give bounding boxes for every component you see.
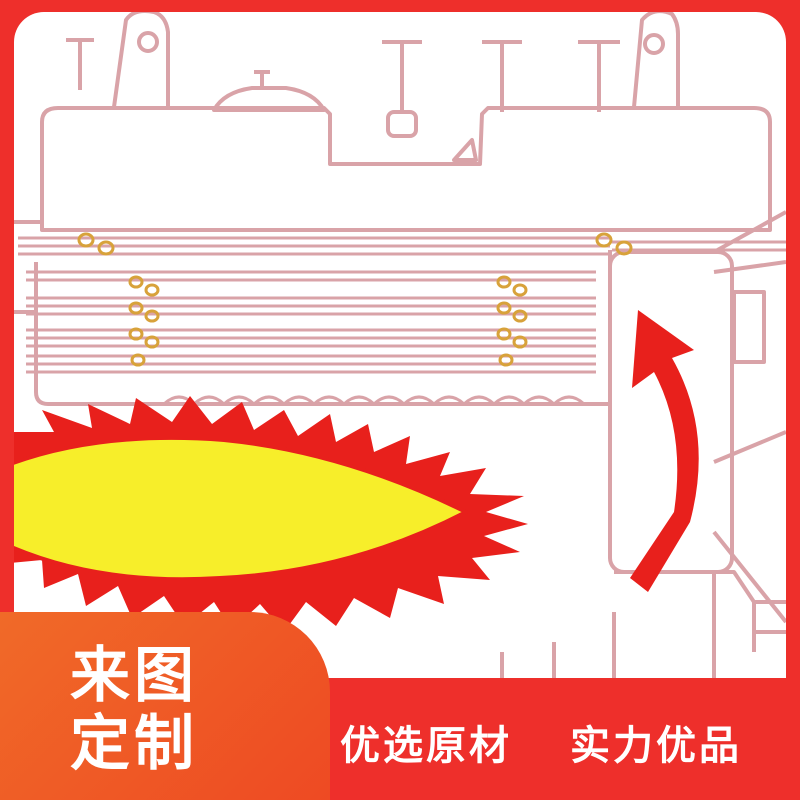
furnace-wave	[162, 395, 586, 407]
slogan-quality-products: 实力优品	[570, 723, 742, 769]
hot-air-arrow-icon	[630, 310, 699, 592]
tube-joints	[77, 232, 633, 367]
badge-line-2: 定制	[70, 709, 198, 779]
combustion-chamber	[500, 210, 786, 712]
top-fittings	[66, 12, 680, 138]
flame-icon	[14, 396, 528, 632]
custom-order-badge	[0, 612, 330, 800]
boiler-diagram	[14, 12, 786, 712]
badge-line-1: 来图	[70, 641, 198, 711]
slogan-quality-materials: 优选原材	[340, 723, 512, 769]
